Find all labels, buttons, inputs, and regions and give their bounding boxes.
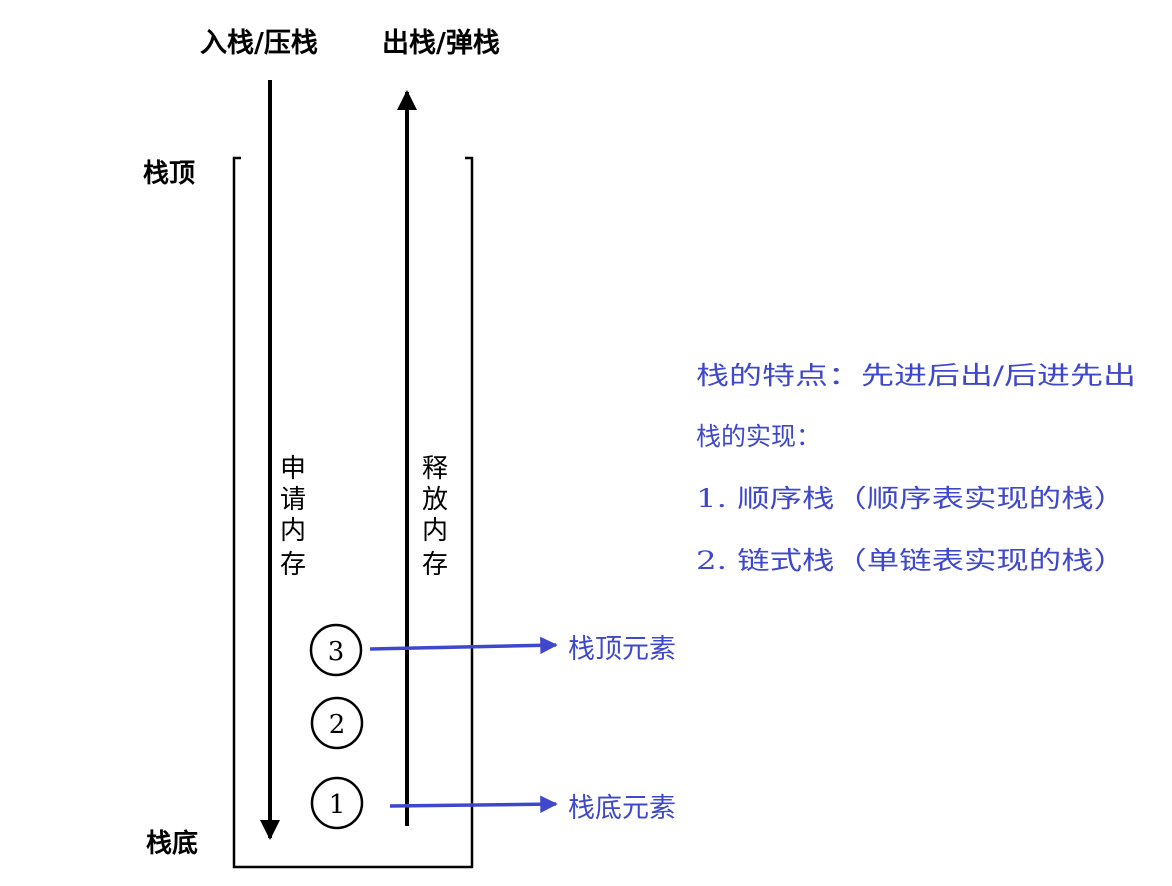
release-char: 内 (422, 516, 448, 546)
pop-label: 出栈/弹栈 (382, 28, 500, 59)
element-number: 1 (329, 790, 346, 820)
impl-item-linked: 2. 链式栈（单链表实现的栈） (696, 546, 1126, 575)
top-element-arrow (369, 636, 558, 655)
alloc-char: 申 (280, 454, 306, 484)
alloc-char: 内 (280, 516, 306, 546)
stack-feature-note: 栈的特点：先进后出/后进先出 (696, 361, 1136, 390)
stack-top-label: 栈顶 (143, 159, 195, 189)
release-char: 放 (422, 485, 448, 515)
alloc-memory-label: 申 请 内 存 (280, 454, 306, 580)
bottom-element-label: 栈底元素 (568, 793, 676, 824)
element-circle (310, 776, 364, 830)
bottom-element-arrow (389, 795, 558, 813)
stack-element-2: 2 (310, 696, 364, 750)
element-number: 3 (328, 637, 345, 667)
element-circle (309, 623, 363, 677)
release-memory-label: 释 放 内 存 (422, 454, 448, 580)
push-label: 入栈/压栈 (200, 28, 318, 59)
element-circle (310, 696, 364, 750)
release-char: 释 (422, 454, 448, 484)
alloc-char: 存 (280, 550, 306, 580)
stack-bottom-label: 栈底 (146, 828, 198, 859)
stack-element-3: 3 (309, 623, 363, 677)
stack-impl-title: 栈的实现： (696, 422, 821, 451)
impl-item-sequential: 1. 顺序栈（顺序表实现的栈） (696, 484, 1126, 513)
stack-element-1: 1 (310, 776, 364, 830)
element-number: 2 (329, 710, 346, 740)
alloc-char: 请 (280, 485, 306, 515)
stack-container (232, 156, 474, 869)
release-char: 存 (422, 550, 448, 580)
top-element-label: 栈顶元素 (568, 634, 676, 665)
